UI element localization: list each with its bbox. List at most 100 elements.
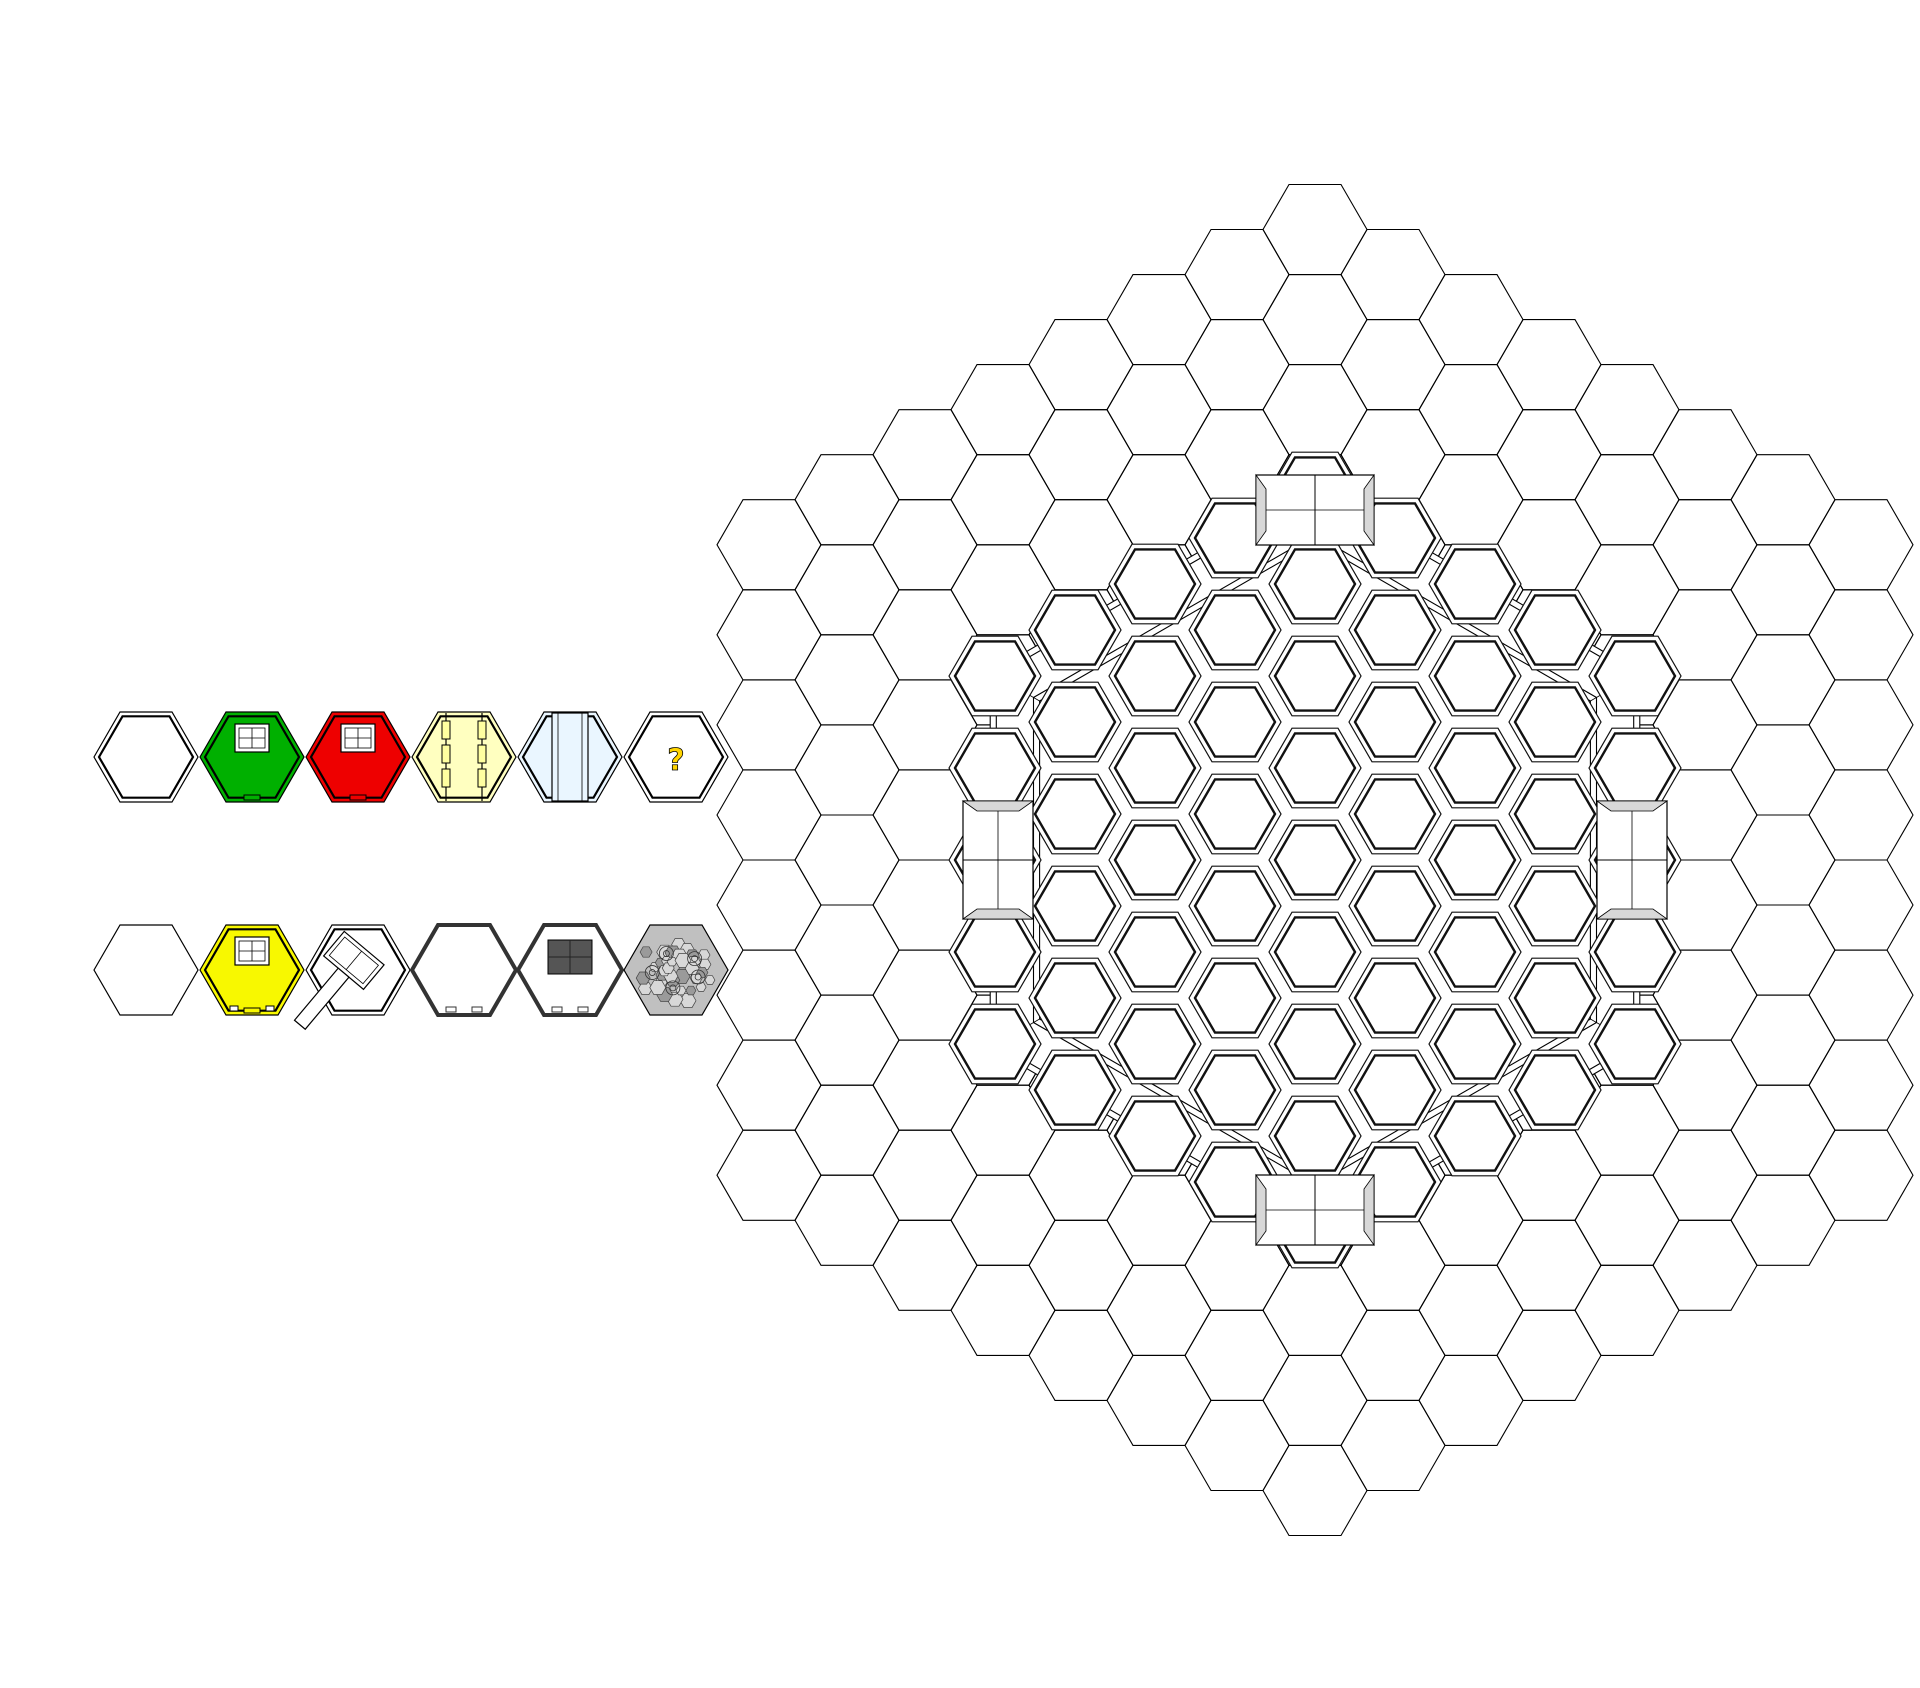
board-cell[interactable] xyxy=(1106,1354,1212,1446)
fortress-tower[interactable] xyxy=(1255,473,1375,547)
board-cell[interactable] xyxy=(1106,274,1212,366)
board-cell[interactable] xyxy=(794,724,900,816)
inner-board-cell[interactable] xyxy=(1188,1049,1282,1131)
inner-board-cell[interactable] xyxy=(1348,957,1442,1039)
board-cell[interactable] xyxy=(1340,319,1446,411)
inner-board-cell[interactable] xyxy=(1108,1095,1202,1177)
board-cell[interactable] xyxy=(1730,454,1836,546)
board-cell[interactable] xyxy=(716,859,822,951)
board-cell[interactable] xyxy=(794,634,900,726)
board-cell[interactable] xyxy=(1730,544,1836,636)
board-cell[interactable] xyxy=(1652,1219,1758,1311)
inner-board-cell[interactable] xyxy=(1508,865,1602,947)
board-cell[interactable] xyxy=(794,994,900,1086)
board-cell[interactable] xyxy=(1418,364,1524,456)
board-cell[interactable] xyxy=(1340,228,1446,321)
inner-board-cell[interactable] xyxy=(1108,911,1202,993)
inner-board-cell[interactable] xyxy=(1028,773,1122,855)
fortress-tower[interactable] xyxy=(1255,1173,1375,1247)
blank-tile[interactable] xyxy=(93,924,199,1016)
board-cell[interactable] xyxy=(1730,994,1836,1086)
inner-board-cell[interactable] xyxy=(1428,727,1522,809)
inner-board-cell[interactable] xyxy=(1028,1049,1122,1131)
board-cell[interactable] xyxy=(872,409,978,501)
board-cell[interactable] xyxy=(1808,1039,1914,1131)
inner-board-cell[interactable] xyxy=(1428,911,1522,993)
inner-board-cell[interactable] xyxy=(1588,1003,1682,1085)
board-cell[interactable] xyxy=(794,814,900,906)
board-cell[interactable] xyxy=(1652,409,1758,501)
rubble-tile[interactable] xyxy=(623,924,729,1016)
inner-board-cell[interactable] xyxy=(1188,589,1282,671)
inner-board-cell[interactable] xyxy=(1188,681,1282,763)
board-cell[interactable] xyxy=(1652,499,1758,591)
board-cell[interactable] xyxy=(1262,1354,1368,1446)
inner-board-cell[interactable] xyxy=(948,1003,1042,1085)
board-cell[interactable] xyxy=(794,1174,900,1266)
board-cell[interactable] xyxy=(1106,1264,1212,1356)
board-cell[interactable] xyxy=(1262,1264,1368,1356)
inner-board-cell[interactable] xyxy=(1508,957,1602,1039)
inner-board-cell[interactable] xyxy=(1508,589,1602,671)
inner-board-cell[interactable] xyxy=(1268,911,1362,993)
board-cell[interactable] xyxy=(872,1129,978,1221)
fortress-tower[interactable] xyxy=(961,800,1035,920)
board-cell[interactable] xyxy=(1418,274,1524,366)
inner-board-cell[interactable] xyxy=(1188,957,1282,1039)
inner-board-cell[interactable] xyxy=(1108,1003,1202,1085)
inner-board-cell[interactable] xyxy=(1508,1049,1602,1131)
board-cell[interactable] xyxy=(1184,319,1290,411)
board-cell[interactable] xyxy=(716,769,822,861)
yellow-ladder-tile[interactable] xyxy=(411,711,517,803)
inner-board-cell[interactable] xyxy=(1348,773,1442,855)
board-cell[interactable] xyxy=(950,454,1056,546)
inner-board-cell[interactable] xyxy=(1108,635,1202,717)
board-cell[interactable] xyxy=(1262,274,1368,366)
board-cell[interactable] xyxy=(1574,1174,1680,1266)
inner-board-cell[interactable] xyxy=(1268,819,1362,901)
board-cell[interactable] xyxy=(1262,364,1368,456)
board-cell[interactable] xyxy=(1730,814,1836,906)
green-base-tile[interactable] xyxy=(199,711,305,803)
board-cell[interactable] xyxy=(1340,1399,1446,1492)
inner-board-cell[interactable] xyxy=(1108,543,1202,625)
board-cell[interactable] xyxy=(1808,589,1914,681)
inner-board-cell[interactable] xyxy=(1028,957,1122,1039)
board-cell[interactable] xyxy=(1730,634,1836,726)
empty-tile[interactable] xyxy=(93,711,199,803)
glass-corridor-tile[interactable] xyxy=(517,711,623,803)
board-cell[interactable] xyxy=(716,1129,822,1221)
inner-board-cell[interactable] xyxy=(1348,865,1442,947)
inner-board-cell[interactable] xyxy=(1588,635,1682,717)
board-cell[interactable] xyxy=(1496,1309,1602,1401)
board-cell[interactable] xyxy=(872,499,978,591)
board-cell[interactable] xyxy=(1418,1354,1524,1446)
board-cell[interactable] xyxy=(1730,1174,1836,1266)
board-cell[interactable] xyxy=(1574,1264,1680,1356)
inner-board-cell[interactable] xyxy=(1428,819,1522,901)
board-cell[interactable] xyxy=(872,1219,978,1311)
board-cell[interactable] xyxy=(794,454,900,546)
board-cell[interactable] xyxy=(1418,1264,1524,1356)
board-cell[interactable] xyxy=(716,949,822,1041)
board-cell[interactable] xyxy=(716,589,822,681)
board-cell[interactable] xyxy=(1496,1219,1602,1311)
board-cell[interactable] xyxy=(1184,228,1290,321)
board-cell[interactable] xyxy=(1262,1444,1368,1537)
board-cell[interactable] xyxy=(1028,1309,1134,1401)
inner-board-cell[interactable] xyxy=(1268,727,1362,809)
board-cell[interactable] xyxy=(1496,319,1602,411)
inner-board-cell[interactable] xyxy=(1348,681,1442,763)
board-cell[interactable] xyxy=(1808,499,1914,591)
inner-board-cell[interactable] xyxy=(1508,681,1602,763)
board-cell[interactable] xyxy=(1574,454,1680,546)
dark-wall-tile[interactable] xyxy=(409,923,519,1017)
yellow-base-tile[interactable] xyxy=(199,924,305,1016)
inner-board-cell[interactable] xyxy=(1028,681,1122,763)
fortress-tower[interactable] xyxy=(1595,800,1669,920)
board-cell[interactable] xyxy=(716,1039,822,1131)
board-cell[interactable] xyxy=(1652,1129,1758,1221)
inner-board-cell[interactable] xyxy=(1108,819,1202,901)
board-cell[interactable] xyxy=(794,1084,900,1176)
board-cell[interactable] xyxy=(1808,949,1914,1041)
